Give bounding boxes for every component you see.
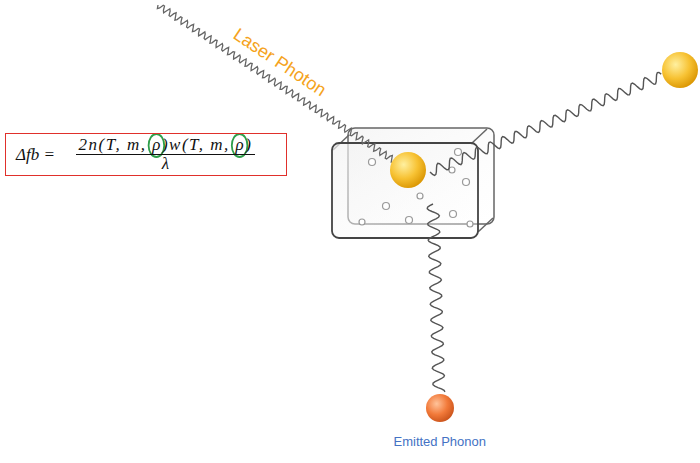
formula-lhs: Δfb = — [16, 145, 55, 165]
crystal-front-face — [332, 143, 478, 238]
phonon-wave — [427, 204, 445, 392]
photon-sphere — [390, 152, 426, 188]
formula-box: Δfb = 2n(T, m, ρ)w(T, m, ρ)λ — [5, 133, 287, 176]
crystal-edge — [471, 129, 487, 144]
beam-label: Laser Photon — [229, 24, 330, 101]
numerator: 2n(T, m, ρ)w(T, m, ρ) — [76, 136, 256, 154]
scattered-photon-wave — [430, 72, 661, 175]
crystal-edge — [478, 218, 493, 232]
lattice-particles — [359, 149, 473, 228]
phonon-label: Emitted Phonon — [394, 434, 487, 449]
phonon-sphere — [426, 394, 454, 422]
scattered-photon-sphere — [662, 52, 698, 88]
fraction: 2n(T, m, ρ)w(T, m, ρ)λ — [76, 136, 256, 173]
denominator: λ — [162, 155, 169, 173]
